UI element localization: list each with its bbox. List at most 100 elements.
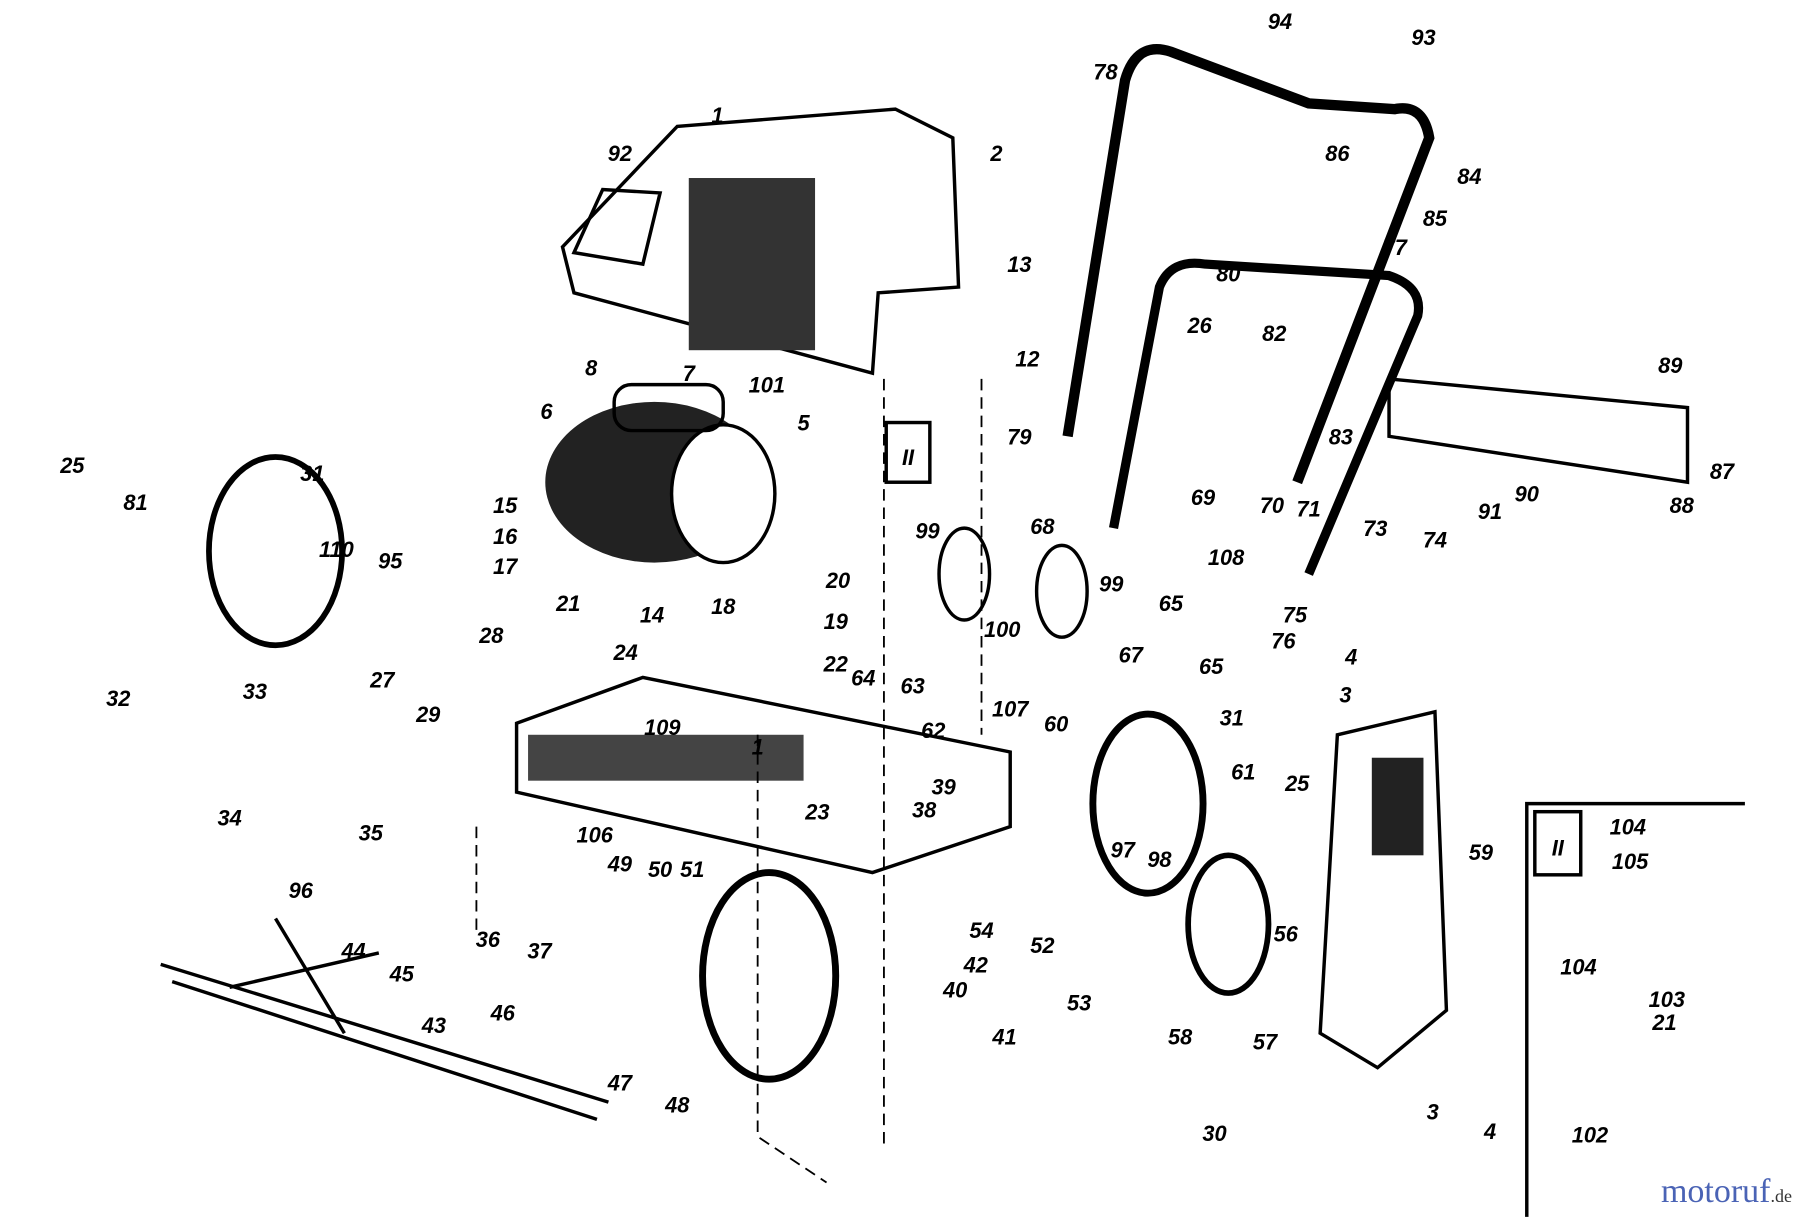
part-label-54: 54 [969,918,993,943]
part-label-74: 74 [1423,528,1447,553]
wheel-rear-left [206,454,345,649]
part-label-62: 62 [921,718,945,743]
part-label-51: 51 [680,857,704,882]
part-label-102: 102 [1572,1122,1608,1147]
part-label-15: 15 [493,493,518,518]
part-label-89: 89 [1658,353,1683,378]
part-label-32: 32 [106,686,130,711]
part-label-69: 69 [1191,485,1216,510]
part-label-85: 85 [1423,206,1448,231]
part-label-110: 110 [319,537,354,562]
part-label-88: 88 [1670,493,1695,518]
part-label-67: 67 [1119,642,1144,667]
part-label-27: 27 [369,668,395,693]
part-label-44: 44 [340,939,365,964]
motor-capacitor [612,382,725,433]
part-label-92: 92 [608,141,632,166]
part-label-22: 22 [823,652,848,677]
grass-bag [1318,709,1449,1070]
part-label-76: 76 [1271,629,1296,654]
part-label-70: 70 [1260,493,1284,518]
upper-handle [1062,44,1435,485]
part-label-8: 8 [585,355,598,380]
part-label-56: 56 [1274,921,1299,946]
motoruf-logo[interactable]: motoruf.de [1661,1173,1792,1211]
part-label-81: 81 [123,490,147,515]
part-label-49: 49 [607,851,633,876]
part-label-21: 21 [1651,1010,1676,1035]
part-label-18: 18 [711,594,736,619]
part-label-21: 21 [555,591,580,616]
part-label-63: 63 [901,673,925,698]
part-label-60: 60 [1044,711,1068,736]
part-label-108: 108 [1208,545,1245,570]
part-label-19: 19 [824,609,849,634]
wheel-front [699,869,840,1083]
part-label-78: 78 [1093,59,1118,84]
pulley-disc-1 [937,526,992,622]
cover-housing [560,107,961,376]
part-label-83: 83 [1329,424,1353,449]
part-label-59: 59 [1469,840,1494,865]
part-label-86: 86 [1325,141,1350,166]
part-label-5: 5 [798,411,811,436]
tine-shaft-lower [171,979,598,1121]
part-label-24: 24 [613,640,638,665]
part-label-77: 77 [1383,235,1408,260]
part-label-6: 6 [540,399,553,424]
cover-vent [688,178,816,351]
part-label-4: 4 [1344,645,1357,670]
lower-handle [1109,258,1424,576]
part-label-1: 1 [752,734,764,759]
part-label-23: 23 [804,800,829,825]
part-label-50: 50 [648,857,672,882]
part-label-42: 42 [963,952,988,977]
logo-brand: motoruf [1660,1173,1771,1210]
part-label-3: 3 [1427,1099,1439,1124]
part-label-98: 98 [1147,847,1172,872]
part-label-68: 68 [1030,514,1055,539]
part-label-2: 2 [989,141,1002,166]
part-label-46: 46 [490,1001,516,1026]
tine-star [229,917,380,1035]
part-label-16: 16 [493,524,518,549]
inset-frame [1525,801,1745,1217]
part-label-100: 100 [984,617,1020,642]
logo-tld: .de [1770,1186,1793,1206]
part-label-45: 45 [389,962,415,987]
part-label-58: 58 [1168,1025,1193,1050]
part-label-71: 71 [1297,497,1321,522]
bag-stripes [1371,757,1424,856]
part-label-87: 87 [1710,459,1735,484]
part-label-97: 97 [1111,838,1136,863]
part-label-14: 14 [640,602,664,627]
pulley-wheel [1185,852,1272,996]
part-label-104: 104 [1610,815,1646,840]
part-label-40: 40 [942,978,967,1003]
part-label-33: 33 [243,679,267,704]
part-label-93: 93 [1411,25,1435,50]
part-label-94: 94 [1268,9,1292,34]
inset-marker-box [1533,809,1583,877]
part-label-109: 109 [644,715,681,740]
part-label-48: 48 [664,1092,690,1117]
part-label-52: 52 [1030,933,1054,958]
handle-bracket [1387,377,1690,485]
part-label-25: 25 [1284,771,1310,796]
part-label-34: 34 [217,805,241,830]
part-label-35: 35 [359,820,384,845]
part-label-73: 73 [1363,516,1387,541]
marker-box-main [884,420,932,484]
part-label-95: 95 [378,548,403,573]
inset-marker: II [902,445,915,470]
part-label-43: 43 [421,1013,446,1038]
tine-shaft [160,962,609,1104]
part-label-105: 105 [1612,849,1649,874]
part-label-25: 25 [59,453,85,478]
inset-marker: II [1552,835,1565,860]
part-label-1: 1 [711,103,723,128]
part-label-106: 106 [576,823,613,848]
part-label-17: 17 [493,554,518,579]
